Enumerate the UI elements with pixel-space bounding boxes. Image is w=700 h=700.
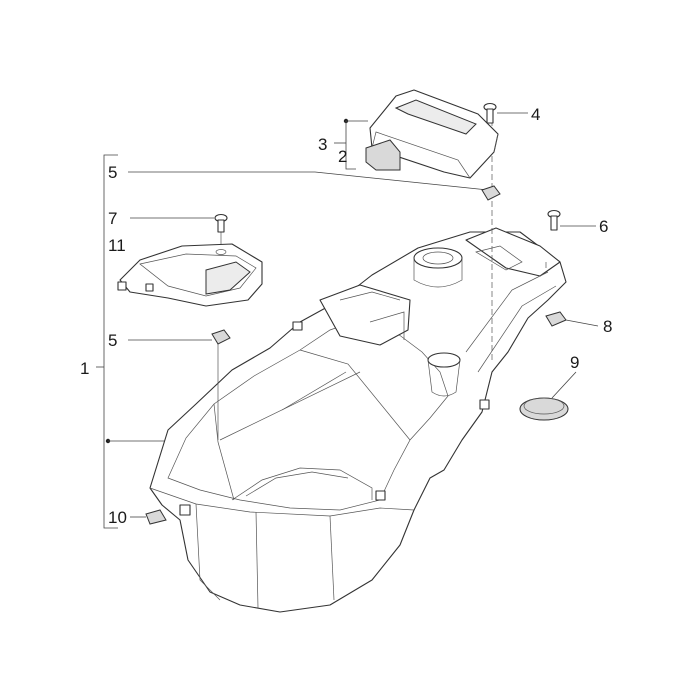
callout-4: 4 <box>531 105 540 124</box>
callout-5-top: 5 <box>108 163 117 182</box>
seat-hinge-assembly <box>365 89 499 179</box>
screw-4 <box>483 102 528 124</box>
clip-nut-top <box>481 185 501 201</box>
callout-10: 10 <box>108 508 127 527</box>
callout-3: 3 <box>318 135 327 154</box>
callout-2: 2 <box>338 147 347 166</box>
clip-nut-10 <box>130 509 167 525</box>
callout-9: 9 <box>570 353 579 372</box>
callout-7: 7 <box>108 209 117 228</box>
callout-11: 11 <box>108 236 126 255</box>
callout-6: 6 <box>599 217 608 236</box>
callout-5-lower: 5 <box>108 331 117 350</box>
clip-nut-lower <box>128 329 231 345</box>
screw-7 <box>130 213 228 233</box>
helmet-compartment <box>149 227 567 613</box>
access-cover <box>117 243 263 307</box>
subassembly-bracket <box>334 118 368 170</box>
screw-6 <box>547 209 596 231</box>
clip-nut-8 <box>545 311 599 327</box>
callout-1: 1 <box>80 359 89 378</box>
rubber-cap <box>519 371 577 421</box>
callout-8: 8 <box>603 317 612 336</box>
